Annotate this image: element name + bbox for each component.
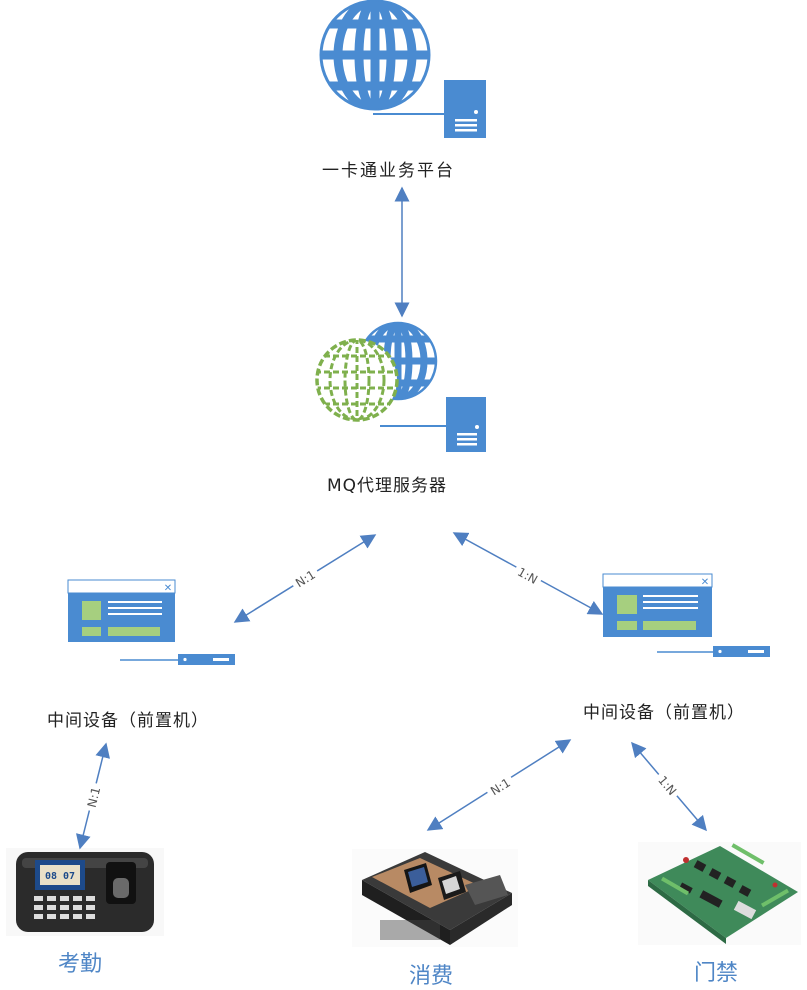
platform-server-icon (373, 80, 486, 138)
left-device-window-icon: ✕ (67, 579, 176, 642)
mq-globe-green-icon (315, 338, 399, 422)
attendance-terminal-image: 08 07 (6, 848, 164, 936)
mq-server-icon (380, 397, 486, 452)
right-device-label: 中间设备（前置机） (583, 703, 745, 723)
platform-label: 一卡通业务平台 (322, 161, 455, 181)
left-device-unit-icon (120, 654, 235, 665)
mq-server-label: MQ代理服务器 (327, 476, 448, 496)
svg-text:✕: ✕ (164, 583, 172, 594)
right-device-unit-icon (657, 646, 770, 657)
platform-globe-icon (319, 0, 431, 111)
svg-text:✕: ✕ (701, 577, 709, 588)
consumption-pos-image (352, 849, 518, 947)
access-control-board-image (638, 842, 801, 945)
consumption-label: 消费 (409, 964, 454, 989)
svg-text:08 07: 08 07 (45, 871, 75, 882)
left-device-label: 中间设备（前置机） (47, 711, 209, 731)
right-device-window-icon: ✕ (602, 573, 713, 637)
access-label: 门禁 (694, 961, 739, 986)
edge-label-left-attendance: N:1 (85, 786, 104, 809)
attendance-label: 考勤 (58, 952, 103, 977)
